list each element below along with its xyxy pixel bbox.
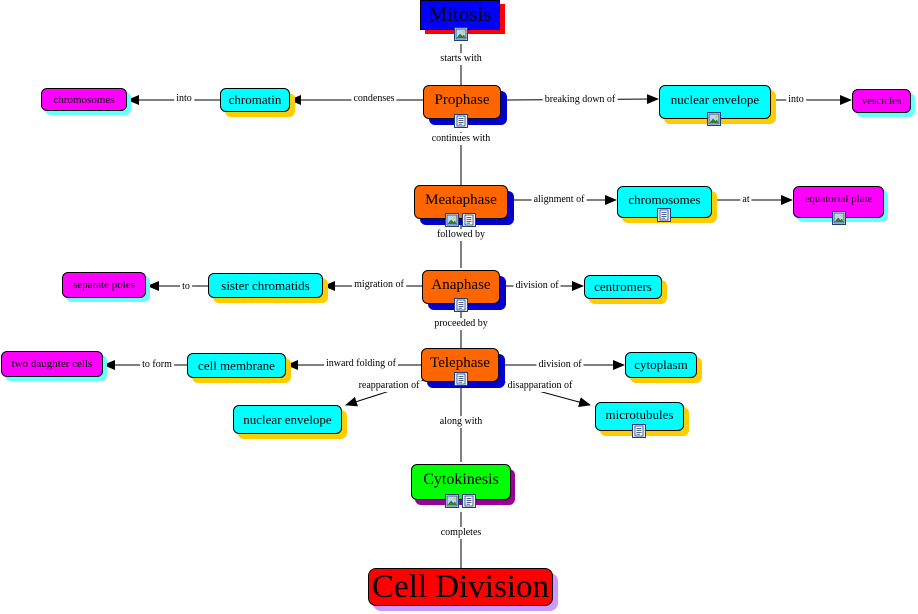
document-resource-icon[interactable] (657, 208, 671, 222)
link-label-at: at (740, 194, 752, 206)
link-label-along-with: along with (437, 416, 485, 428)
link-label-proceeded-by: proceeded by (432, 318, 490, 330)
link-label-completes: completes (438, 527, 484, 539)
concept-cell-membrane-label: cell membrane (198, 357, 275, 373)
link-label-to: to (180, 281, 192, 293)
document-resource-icon[interactable] (462, 494, 476, 508)
image-resource-icon[interactable] (707, 112, 721, 126)
concept-cell-division[interactable]: Cell Division (368, 568, 553, 606)
concept-centromers[interactable]: centromers (584, 275, 662, 299)
document-resource-icon[interactable] (454, 298, 468, 312)
concept-mitosis[interactable]: Mitosis (420, 0, 500, 30)
concept-vescicles[interactable]: vescicles (852, 89, 911, 113)
concept-separate-poles-label: separate poles (73, 279, 135, 291)
image-resource-icon[interactable] (445, 494, 459, 508)
concept-meataphase[interactable]: Meataphase (414, 185, 508, 219)
link-label-division-of-centromers: division of (513, 280, 561, 292)
concept-chromatin[interactable]: chromatin (220, 88, 290, 112)
concept-cytokinesis[interactable]: Cytokinesis (411, 464, 511, 500)
concept-nuclear-envelope-bottom-label: nuclear envelope (243, 411, 332, 427)
document-resource-icon[interactable] (454, 114, 468, 128)
concept-microtubules-label: microtubules (605, 407, 674, 422)
concept-anaphase-label: Anaphase (431, 277, 491, 293)
link-label-reapparation-of: reapparation of (356, 380, 422, 392)
concept-chromosomes-left-label: chromosomes (53, 93, 115, 106)
concept-chromosomes-mid-label: chromosomes (628, 192, 701, 207)
concept-prophase-label: Prophase (434, 92, 490, 108)
link-label-into-left: into (174, 93, 194, 105)
link-label-condenses: condenses (351, 93, 397, 105)
concept-sister-chromatids-label: sister chromatids (221, 277, 310, 293)
link-label-division-of-cytoplasm: division of (536, 359, 584, 371)
concept-chromosomes-left[interactable]: chromosomes (41, 88, 127, 111)
concept-telephase-label: Telephase (430, 355, 490, 371)
link-label-to-form: to form (140, 359, 174, 371)
link-label-continues-with: continues with (429, 133, 493, 145)
concept-nuclear-envelope-top[interactable]: nuclear envelope (659, 85, 771, 119)
concept-cytoplasm[interactable]: cytoplasm (625, 352, 697, 378)
concept-two-daughter-cells-label: two daughter cells (11, 358, 93, 370)
document-resource-icon[interactable] (462, 213, 476, 227)
concept-equatorial-plate-label: equatorial plate (804, 193, 873, 205)
image-resource-icon[interactable] (445, 213, 459, 227)
concept-mitosis-label: Mitosis (428, 2, 492, 26)
concept-microtubules[interactable]: microtubules (595, 402, 684, 431)
concept-chromatin-label: chromatin (228, 92, 282, 107)
image-resource-icon[interactable] (832, 211, 846, 225)
link-label-followed-by: followed by (434, 229, 488, 241)
concept-nuclear-envelope-top-label: nuclear envelope (670, 92, 760, 107)
concept-centromers-label: centromers (594, 279, 652, 294)
concept-two-daughter-cells[interactable]: two daughter cells (1, 351, 103, 377)
link-label-into-right: into (786, 94, 806, 106)
link-label-inward-folding-of: inward folding of (324, 358, 398, 370)
concept-nuclear-envelope-bottom[interactable]: nuclear envelope (233, 405, 342, 434)
link-label-disapparation-of: disapparation of (505, 380, 575, 392)
document-resource-icon[interactable] (454, 372, 468, 386)
link-label-breaking-down-of: breaking down of (542, 94, 618, 106)
document-resource-icon[interactable] (632, 424, 646, 438)
link-label-alignment-of: alignment of (531, 194, 587, 206)
concept-chromosomes-mid[interactable]: chromosomes (617, 186, 712, 218)
concept-sister-chromatids[interactable]: sister chromatids (208, 273, 323, 298)
concept-cell-membrane[interactable]: cell membrane (187, 353, 286, 378)
image-resource-icon[interactable] (454, 27, 468, 41)
concept-cell-division-label: Cell Division (372, 568, 549, 605)
concept-meataphase-label: Meataphase (425, 192, 497, 208)
concept-cytokinesis-label: Cytokinesis (423, 471, 499, 488)
concept-prophase[interactable]: Prophase (423, 85, 501, 119)
link-label-starts-with: starts with (438, 53, 484, 65)
concept-vescicles-label: vescicles (861, 95, 902, 107)
concept-separate-poles[interactable]: separate poles (62, 272, 146, 298)
concept-cytoplasm-label: cytoplasm (634, 357, 688, 372)
link-label-migration-of: migration of (352, 279, 406, 291)
